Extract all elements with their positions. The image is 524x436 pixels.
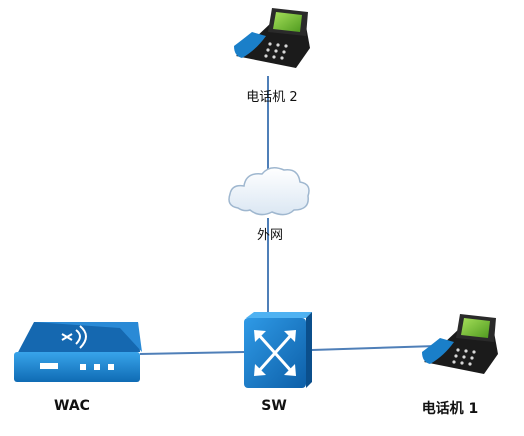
phone2-label: 电话机 2	[246, 90, 298, 105]
wac-label: WAC	[54, 398, 90, 414]
phone1-label: 电话机 1	[421, 401, 479, 417]
switch-icon	[244, 312, 312, 388]
link-group	[139, 76, 437, 355]
sw-label: SW	[261, 398, 287, 414]
link-sw-phone1	[311, 345, 437, 351]
desk-phone-icon	[234, 8, 310, 68]
link-wac-sw	[139, 351, 245, 355]
cloud-icon	[228, 167, 310, 216]
wireless-controller-icon	[14, 322, 142, 382]
desk-phone-icon	[422, 314, 498, 374]
cloud-label: 外网	[256, 228, 284, 243]
